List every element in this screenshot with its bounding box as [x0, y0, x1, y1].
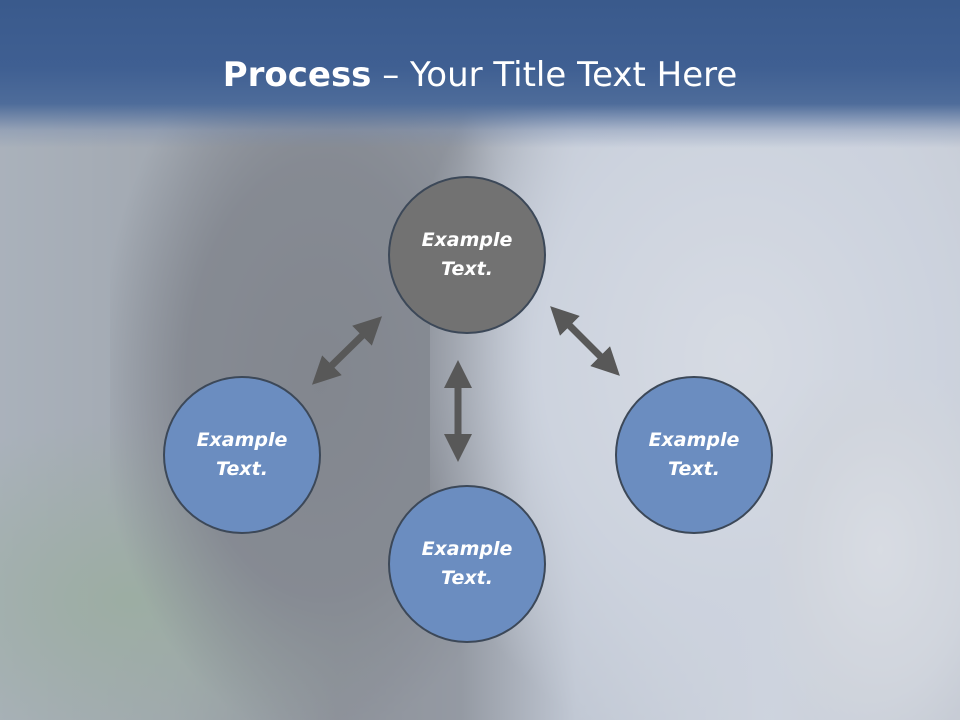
title-strong: Process [222, 55, 372, 95]
process-node-bottom[interactable]: Example Text. [388, 485, 546, 643]
title-band [0, 0, 960, 148]
node-left-label: Example Text. [196, 429, 288, 480]
process-node-right[interactable]: Example Text. [615, 376, 773, 534]
arrow-top-left[interactable] [312, 316, 382, 385]
node-bottom-label: Example Text. [421, 538, 513, 589]
node-right-label: Example Text. [648, 429, 740, 480]
slide-title[interactable]: Process – Your Title Text Here [0, 52, 960, 98]
title-rest: – Your Title Text Here [371, 55, 738, 95]
process-node-left[interactable]: Example Text. [163, 376, 321, 534]
process-node-top[interactable]: Example Text. [388, 176, 546, 334]
arrow-top-right[interactable] [550, 306, 620, 376]
node-top-label: Example Text. [421, 229, 513, 280]
